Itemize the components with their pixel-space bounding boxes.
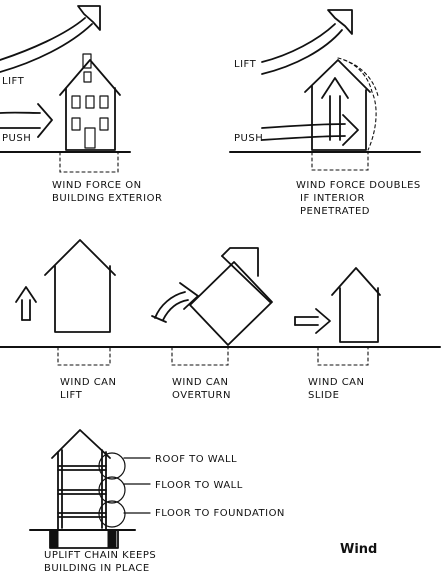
caption-lift-line1: WIND CAN bbox=[60, 377, 117, 388]
caption-overturn-line1: WIND CAN bbox=[172, 377, 229, 388]
connection-circle-foundation bbox=[98, 500, 126, 528]
foundation-slide bbox=[317, 346, 369, 366]
foundation-overturn bbox=[171, 346, 229, 366]
house-interior bbox=[304, 57, 379, 151]
figure-title: Wind bbox=[340, 542, 377, 557]
lift-small-arrow bbox=[15, 286, 37, 321]
connection-circle-roof bbox=[98, 452, 126, 480]
house-slide bbox=[331, 267, 381, 343]
caption-exterior-line1: WIND FORCE ON bbox=[52, 180, 142, 191]
label-roof-to-wall: ROOF TO WALL bbox=[155, 454, 237, 465]
foundation-interior bbox=[311, 151, 369, 171]
push-arrow-interior bbox=[261, 114, 359, 146]
lift-arrow-interior bbox=[261, 9, 353, 75]
panel-exterior: LIFT PUSH WIND FORCE ON BUILDING bbox=[0, 5, 162, 204]
caption-slide-line2: SLIDE bbox=[308, 390, 339, 401]
panel-interior: LIFT PUSH WIND FORCE DOUBLES IF INTERIOR… bbox=[229, 9, 421, 217]
building-section bbox=[51, 429, 111, 531]
push-arrow-exterior bbox=[0, 103, 53, 138]
panel-slide: WIND CAN SLIDE bbox=[294, 267, 381, 401]
caption-exterior-line2: BUILDING EXTERIOR bbox=[52, 193, 162, 204]
lift-label-interior: LIFT bbox=[234, 59, 257, 70]
overturn-arrow bbox=[151, 282, 199, 323]
push-label-interior: PUSH bbox=[234, 133, 263, 144]
caption-overturn-line2: OVERTURN bbox=[172, 390, 231, 401]
foundation-exterior bbox=[59, 151, 119, 173]
house-overturn bbox=[189, 247, 273, 346]
house-exterior bbox=[59, 53, 121, 151]
slide-arrow bbox=[294, 308, 331, 334]
lift-arrow-exterior bbox=[0, 5, 101, 73]
house-lift bbox=[44, 239, 116, 333]
label-floor-to-wall: FLOOR TO WALL bbox=[155, 480, 243, 491]
connection-circle-floor bbox=[98, 476, 126, 504]
panel-chain: ROOF TO WALL FLOOR TO WALL FLOOR TO FOUN… bbox=[29, 429, 285, 574]
caption-interior-line1: WIND FORCE DOUBLES bbox=[296, 180, 421, 191]
foundation-lift bbox=[57, 346, 111, 366]
caption-interior-line3: PENETRATED bbox=[300, 206, 370, 217]
foundation-chain bbox=[49, 529, 119, 549]
lift-label-exterior: LIFT bbox=[2, 76, 25, 87]
panel-overturn: WIND CAN OVERTURN bbox=[151, 247, 273, 401]
caption-slide-line1: WIND CAN bbox=[308, 377, 365, 388]
push-label-exterior: PUSH bbox=[2, 133, 31, 144]
label-floor-to-foundation: FLOOR TO FOUNDATION bbox=[155, 508, 285, 519]
caption-interior-line2: IF INTERIOR bbox=[300, 193, 365, 204]
caption-lift-line2: LIFT bbox=[60, 390, 83, 401]
panel-lift: WIND CAN LIFT bbox=[15, 239, 117, 401]
caption-chain-line2: BUILDING IN PLACE bbox=[44, 563, 150, 574]
caption-chain-line1: UPLIFT CHAIN KEEPS bbox=[44, 550, 156, 561]
